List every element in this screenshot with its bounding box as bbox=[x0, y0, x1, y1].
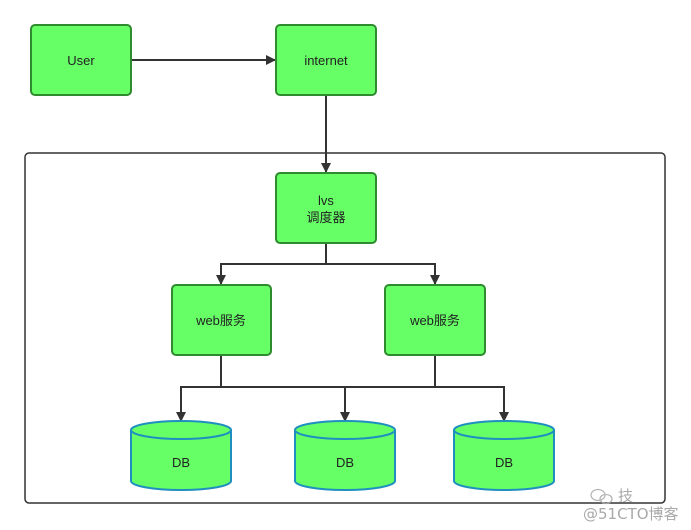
wechat-icon bbox=[590, 488, 613, 505]
node-lvs: lvs 调度器 bbox=[275, 172, 377, 244]
node-web1: web服务 bbox=[171, 284, 272, 356]
node-db1: DB bbox=[130, 420, 232, 491]
node-web2: web服务 bbox=[384, 284, 486, 356]
edge-web1-db2 bbox=[221, 386, 350, 422]
edge-web1-db1 bbox=[176, 356, 222, 422]
edges bbox=[131, 55, 509, 422]
watermark-line2: @51CTO博客 bbox=[583, 505, 679, 523]
node-lvs-label-1: lvs bbox=[318, 193, 334, 208]
edge-lvs-web2 bbox=[326, 263, 440, 285]
node-internet-label: internet bbox=[304, 53, 348, 68]
edge-lvs-web1 bbox=[216, 243, 327, 285]
node-user: User bbox=[30, 24, 132, 96]
node-db1-label: DB bbox=[172, 455, 190, 470]
node-lvs-label-2: 调度器 bbox=[306, 210, 345, 225]
node-web2-label: web服务 bbox=[409, 313, 460, 328]
cluster-frame bbox=[24, 152, 666, 504]
node-internet: internet bbox=[275, 24, 377, 96]
watermark: 技 @51CTO博客 bbox=[583, 487, 679, 523]
node-db3: DB bbox=[453, 420, 555, 491]
node-user-label: User bbox=[67, 53, 95, 68]
node-web1-label: web服务 bbox=[195, 313, 246, 328]
node-db3-label: DB bbox=[495, 455, 513, 470]
node-db2: DB bbox=[294, 420, 396, 491]
node-db2-label: DB bbox=[336, 455, 354, 470]
edge-web2-db3 bbox=[434, 356, 509, 422]
watermark-line1: 技 bbox=[618, 487, 633, 505]
